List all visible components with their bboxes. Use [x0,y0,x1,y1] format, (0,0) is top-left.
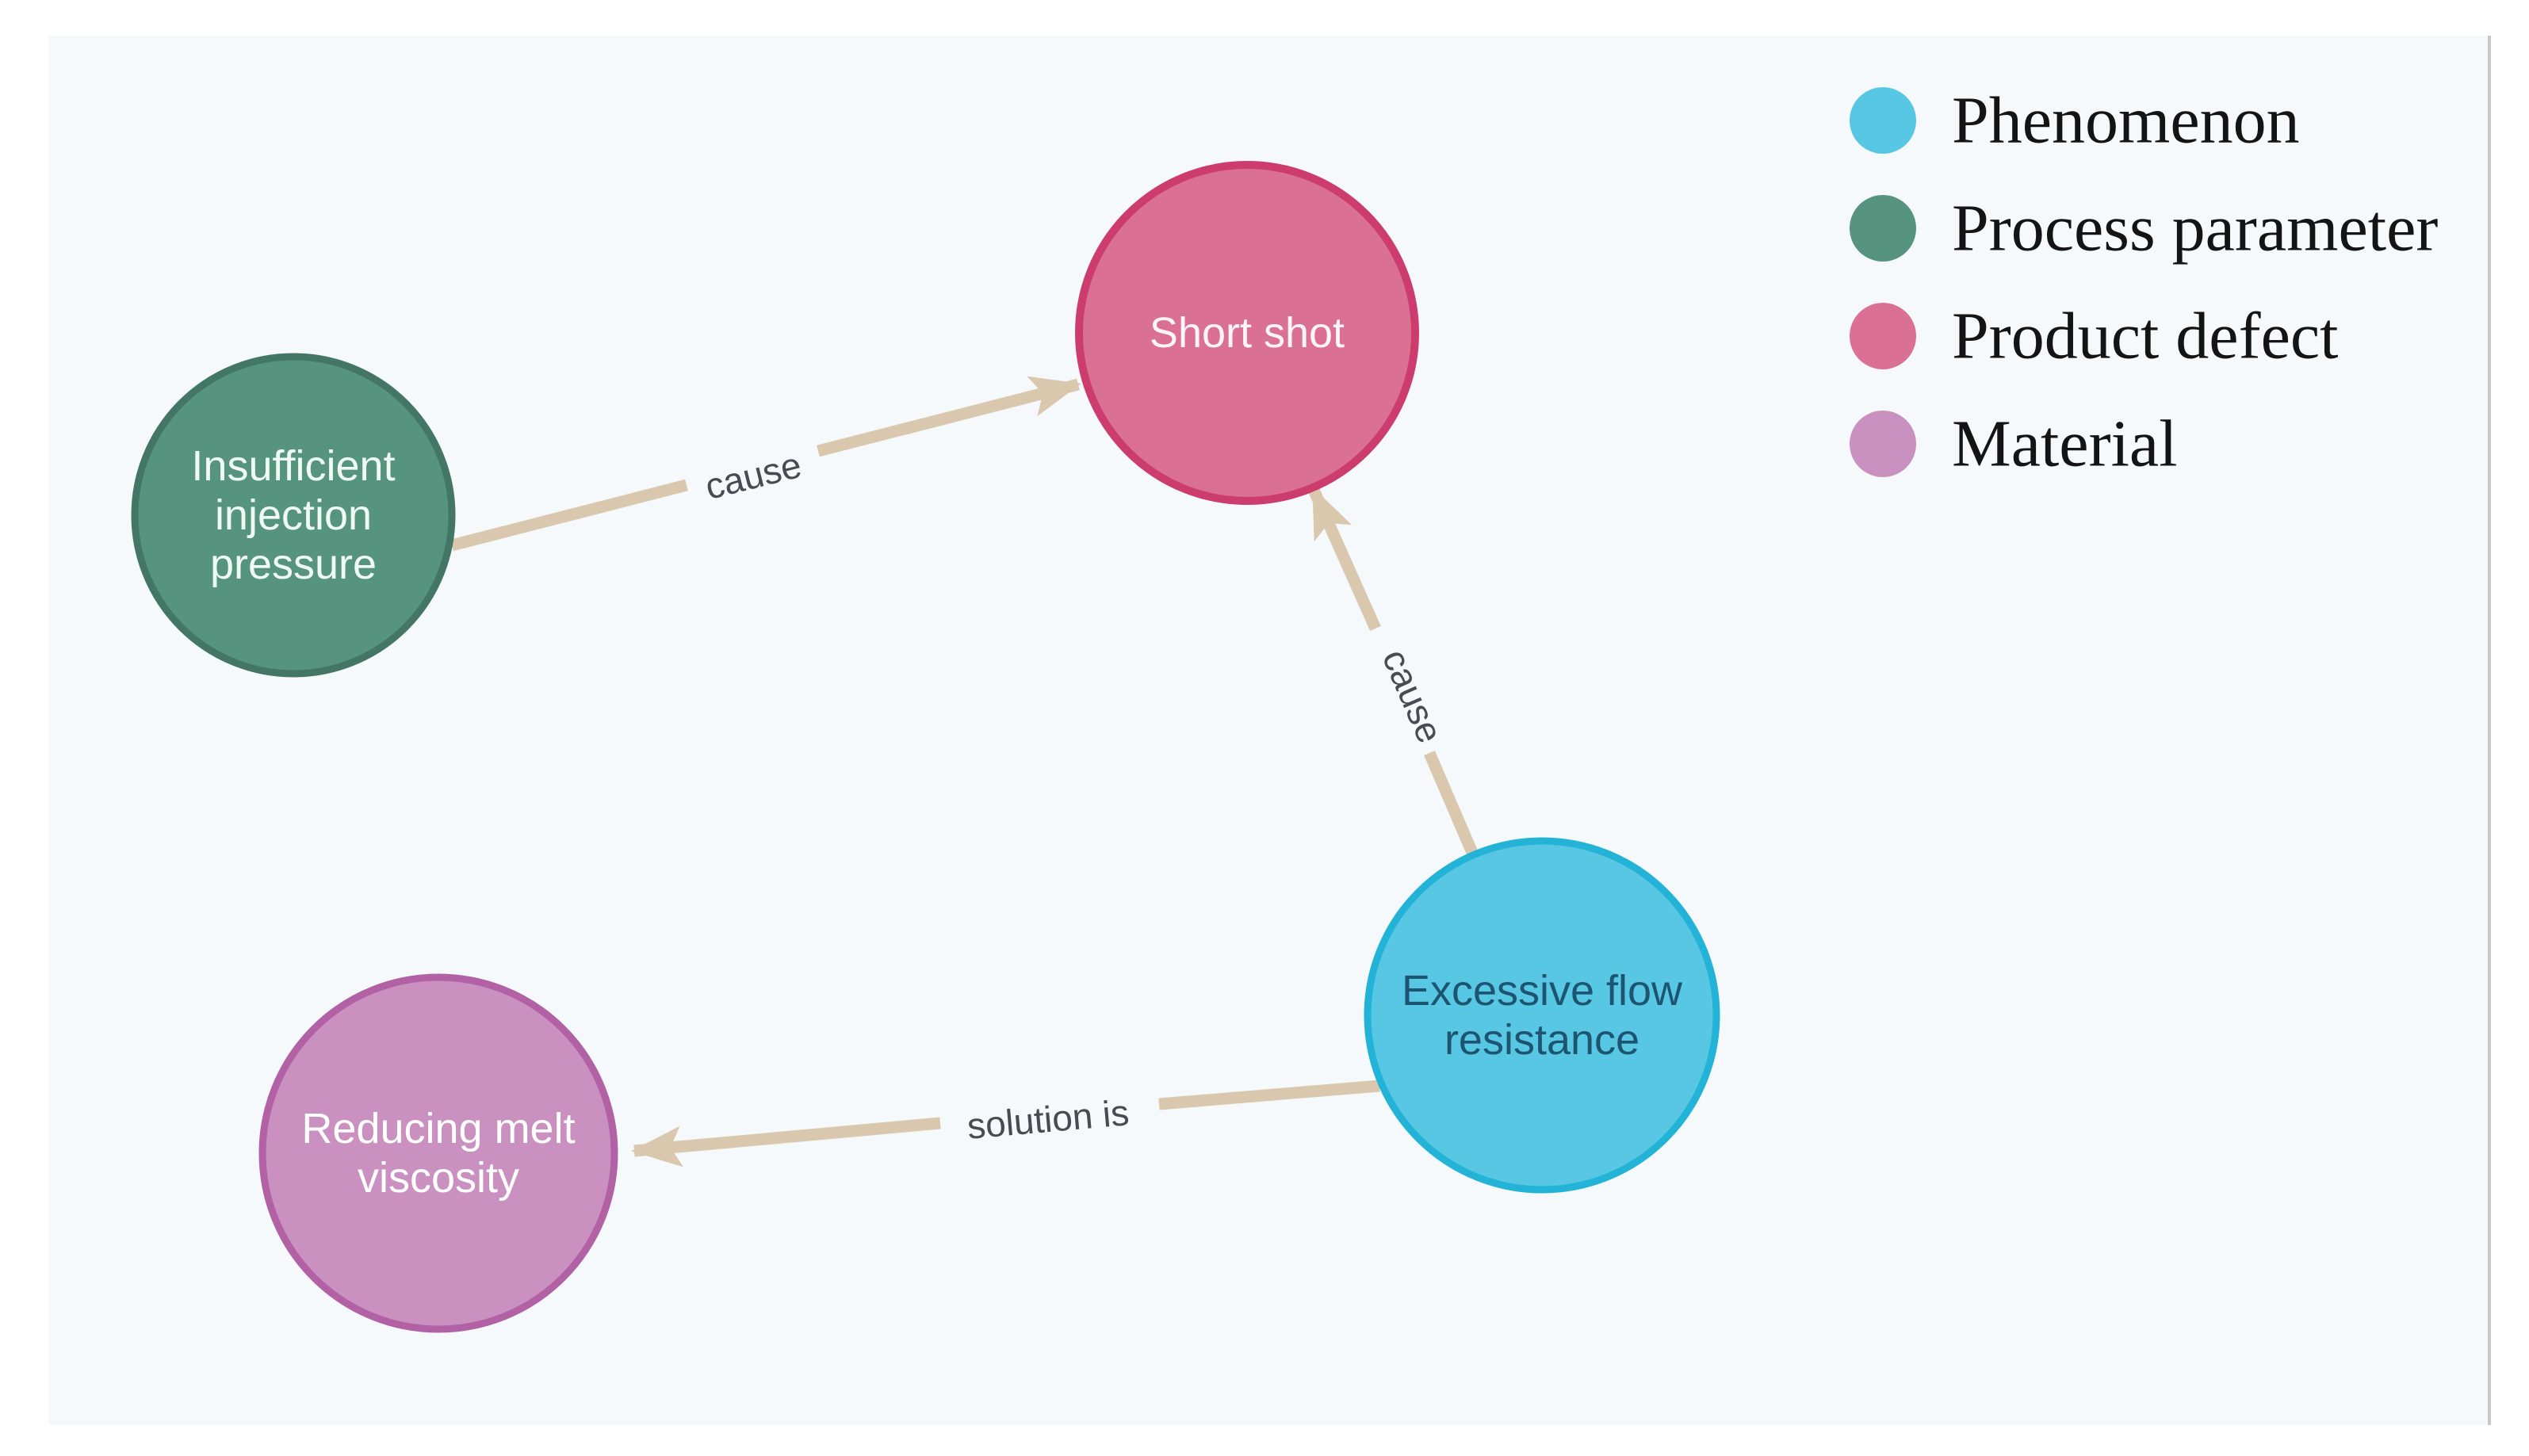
edge-line-segment[interactable] [1424,751,1479,857]
node-reducing-melt-viscosity[interactable]: Reducing melt viscosity [258,973,618,1333]
legend-label-material: Material [1952,407,2178,481]
node-label-line: pressure [210,541,377,588]
node-label-line: Excessive flow [1402,967,1683,1015]
edge-arrow-segment[interactable] [817,376,1081,457]
legend-label-phenomenon: Phenomenon [1952,84,2300,158]
node-circle[interactable] [1075,161,1419,505]
node-label-line: Short shot [1150,309,1345,357]
legend-item-material: Material [1850,407,2178,481]
node-circle[interactable] [1364,837,1720,1194]
legend-dot-material [1850,411,1916,477]
legend-dot-phenomenon [1850,87,1916,154]
node-excessive-flow-resistance[interactable]: Excessive flow resistance [1364,837,1720,1194]
legend-label-process-parameter: Process parameter [1952,192,2438,266]
node-circle[interactable] [131,353,456,678]
edge-arrow-segment[interactable] [1308,487,1381,632]
node-circle[interactable] [258,973,618,1333]
edge-line-segment[interactable] [1158,1080,1380,1110]
node-label-line: Insufficient [191,442,395,490]
node-insufficient-injection-pressure[interactable]: Insufficient injection pressure [131,353,456,678]
legend-item-process-parameter: Process parameter [1850,192,2438,266]
node-label-line: Reducing melt [301,1105,575,1152]
node-label-line: injection [215,491,372,539]
node-label-line: resistance [1444,1016,1639,1064]
legend: Phenomenon Process parameter Product def… [1850,84,2438,481]
legend-label-product-defect: Product defect [1952,300,2338,373]
node-label-line: viscosity [358,1154,519,1202]
legend-dot-product-defect [1850,303,1916,369]
legend-dot-process-parameter [1850,195,1916,262]
node-short-shot[interactable]: Short shot [1075,161,1419,505]
legend-item-product-defect: Product defect [1850,300,2338,373]
edge-line-segment[interactable] [450,479,688,552]
legend-item-phenomenon: Phenomenon [1850,84,2300,158]
edge-arrow-segment[interactable] [631,1117,941,1167]
